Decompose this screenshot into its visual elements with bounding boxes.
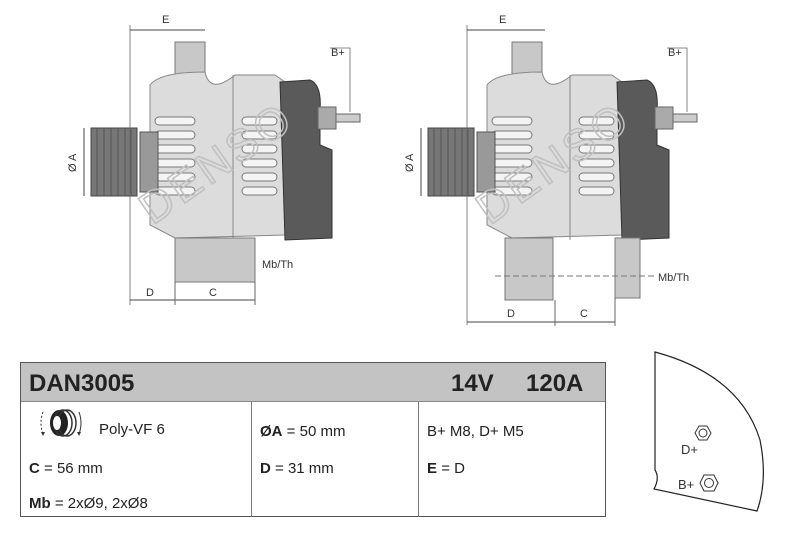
connector-view: D+ B+ [653,351,764,512]
spec-c: C = 56 mm [29,460,103,477]
voltage: 14V [451,370,494,397]
dim-e-label: E [499,14,506,26]
spec-table: DAN3005 14V 120A Poly-VF 6 C = 56 mm Mb … [20,362,606,517]
b-plus-hex-icon [699,474,719,492]
dim-oa-label: Ø A [404,153,416,172]
b-plus-label: B+ [668,47,682,59]
spec-header: DAN3005 14V 120A [21,363,605,402]
dim-c-label: C [580,308,588,320]
current: 120A [526,370,584,397]
dim-d-label: D [146,287,154,299]
spec-a: ØA = 50 mm [260,423,346,440]
dim-c-label: C [209,287,217,299]
d-plus-hex-icon [694,425,712,441]
alternator-drawing-left: E B+ Ø A D C Mb/Th [67,14,361,305]
pulley-type: Poly-VF 6 [99,421,165,438]
spec-d: D = 31 mm [260,460,334,477]
d-plus-label: D+ [681,442,698,457]
spec-mb: Mb = 2xØ9, 2xØ8 [29,495,148,512]
dim-e-label: E [162,14,169,26]
b-plus-label: B+ [331,47,345,59]
dim-d-label: D [507,308,515,320]
alternator-drawing-right: E B+ Ø A D C Mb/Th [404,14,698,326]
dim-oa-label: Ø A [67,153,79,172]
part-number: DAN3005 [29,370,135,397]
spec-e: E = D [427,460,465,477]
spec-column-3: B+ M8, D+ M5 E = D [419,402,605,517]
pulley-icon [40,409,82,437]
spec-column-2: ØA = 50 mm D = 31 mm [252,402,419,517]
mount-label: Mb/Th [658,272,689,284]
bottom-mount [174,237,256,283]
b-plus-label: B+ [678,477,694,492]
spec-column-1: Poly-VF 6 C = 56 mm Mb = 2xØ9, 2xØ8 [21,402,252,517]
mount-label: Mb/Th [262,259,293,271]
spec-terminals: B+ M8, D+ M5 [427,423,524,440]
